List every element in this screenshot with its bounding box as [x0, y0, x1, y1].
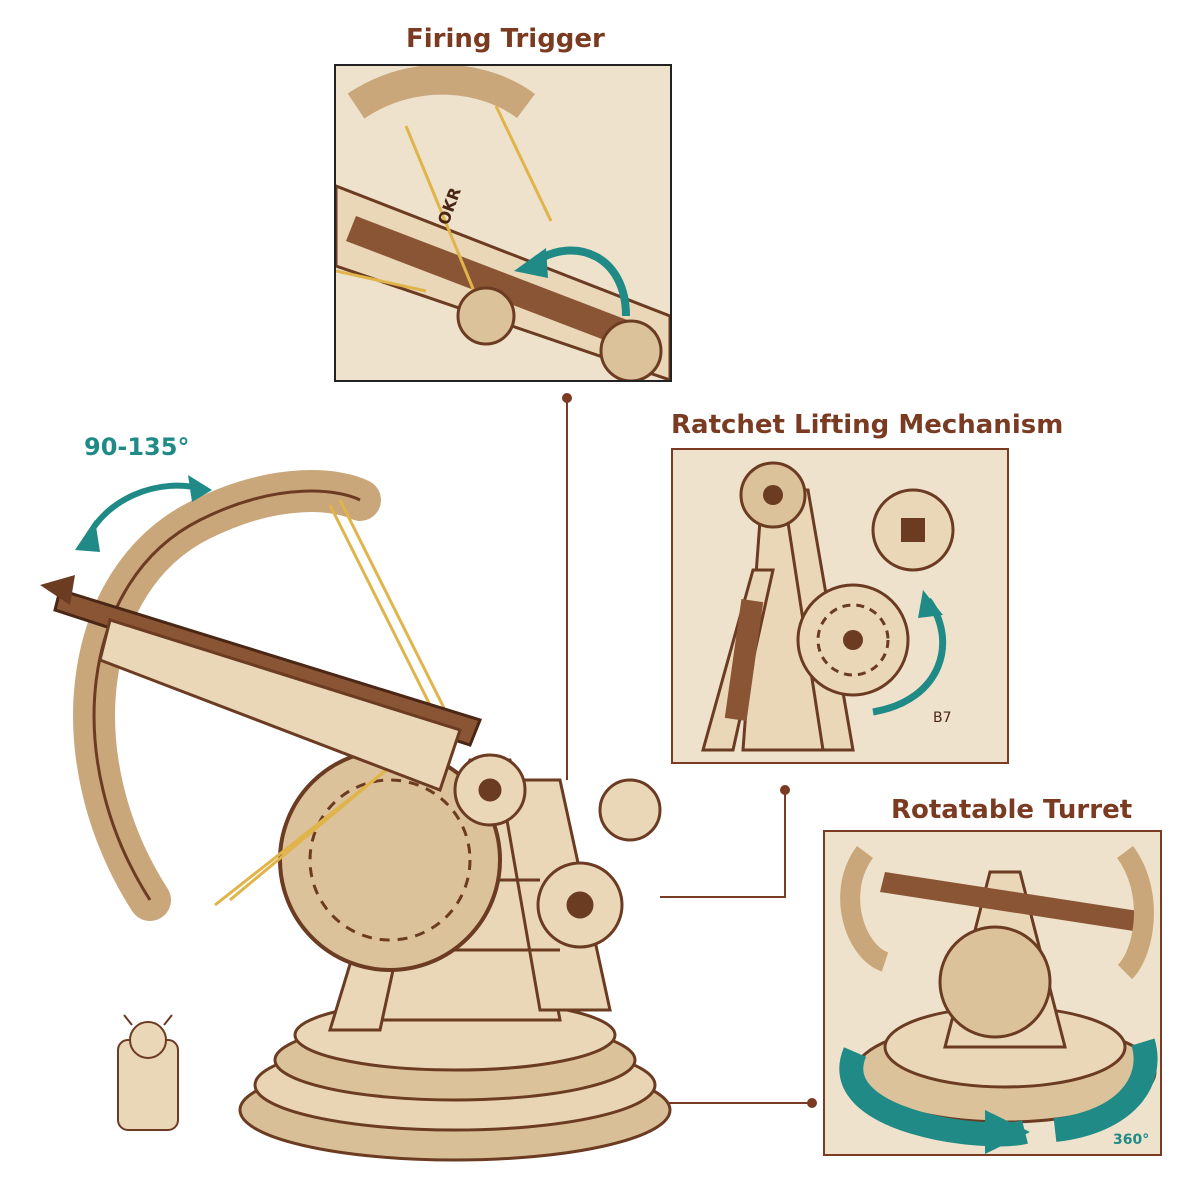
rotatable-turret-title: Rotatable Turret	[891, 795, 1133, 825]
rotatable-turret-closeup: 360°	[823, 830, 1162, 1156]
turntable-base	[238, 998, 672, 1162]
ratchet-gears	[453, 753, 662, 949]
rotation-degree-label: 360°	[1113, 1132, 1149, 1148]
angle-range-label: 90-135°	[84, 433, 190, 461]
connector-lines	[562, 393, 817, 1108]
ratchet-lifting-title: Ratchet Lifting Mechanism	[671, 410, 1064, 440]
ratchet-lifting-closeup: B7	[671, 448, 1009, 764]
miniature-figurine	[117, 1014, 179, 1131]
part-code-text: B7	[933, 710, 952, 726]
firing-trigger-title: Firing Trigger	[406, 24, 605, 54]
firing-trigger-closeup: OKR	[334, 64, 672, 382]
crossbow-stock	[40, 575, 482, 792]
